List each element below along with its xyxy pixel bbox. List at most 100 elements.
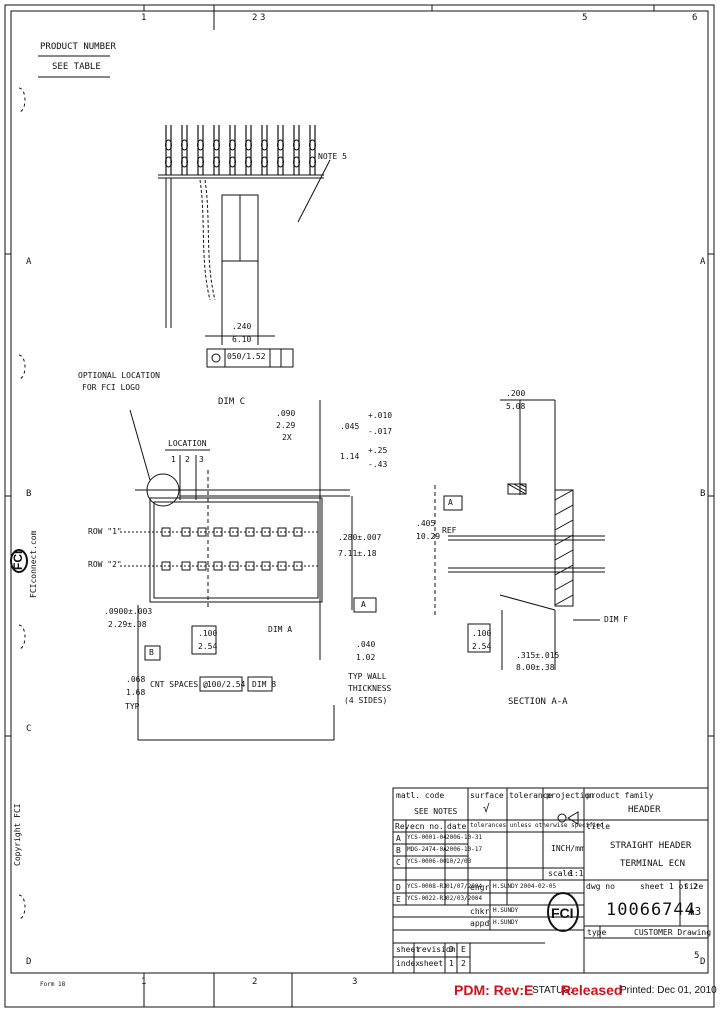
location-label: LOCATION — [168, 439, 207, 448]
engineer-name: H.SUNDY — [493, 883, 519, 890]
dim-2x: 2X — [282, 433, 292, 442]
scale-label: scale — [548, 869, 573, 878]
cnt-spaces-label: CNT SPACES @ — [150, 680, 208, 689]
border-number-b5: 5 — [694, 951, 700, 961]
copyright-text: Copyright FCI — [13, 803, 22, 866]
dim-040: .040 — [356, 640, 376, 649]
type-value: CUSTOMER Drawing — [634, 928, 712, 937]
dim-068: .068 — [126, 675, 146, 684]
size-value: A3 — [688, 905, 702, 918]
dim-229: 2.29 — [276, 421, 296, 430]
side-fci-logo-text: FCI — [11, 550, 25, 570]
dim-102: 1.02 — [356, 653, 376, 662]
dim-100c: .100 — [472, 629, 492, 638]
location-number-1: 1 — [171, 455, 176, 464]
dim-100b: .100/2.54 — [202, 680, 246, 689]
row-1-label: ROW "1" — [88, 527, 122, 536]
dim-315: .315±.015 — [516, 651, 560, 660]
surface-value: √ — [483, 802, 490, 815]
dim-units: INCH/mm — [551, 844, 585, 853]
tol-minus: -.017 — [368, 427, 393, 436]
title-line-2: TERMINAL ECN — [620, 859, 686, 869]
surface-label: surface — [470, 791, 504, 800]
dim-800: 8.00±.38 — [516, 663, 555, 672]
border-number-b1: 1 — [141, 977, 147, 987]
product-number-label: PRODUCT NUMBER — [40, 42, 116, 52]
border-number-2: 2 — [252, 13, 258, 23]
border-number-5: 5 — [582, 13, 588, 23]
status-value: Released — [561, 982, 623, 998]
dim-508: 5.08 — [506, 402, 526, 411]
title-label: title — [586, 822, 611, 831]
checker-label: chkr — [470, 907, 490, 916]
size-label: size — [684, 882, 704, 891]
border-number-6: 6 — [692, 13, 698, 23]
datum-a-section: A — [448, 498, 453, 507]
dim-c-label: DIM C — [218, 397, 246, 407]
date-c: 10/2/03 — [446, 858, 472, 865]
fcf-tolerance: 050/1.52 — [227, 352, 266, 361]
dim-ref: REF — [442, 526, 457, 535]
pdm-rev: PDM: Rev:E — [454, 982, 534, 998]
dwg-no: 10066744 — [606, 900, 696, 920]
revision-label: revision — [417, 945, 456, 954]
dim-280: .280±.007 — [338, 533, 382, 542]
sheet-info: sheet 1 of 2 — [640, 882, 698, 891]
typ-label: TYP — [125, 702, 140, 711]
dim-405: .405 — [416, 519, 436, 528]
border-number-b2: 2 — [252, 977, 258, 987]
datum-b-front: B — [149, 648, 154, 657]
tolerance-note: tolerances unless otherwise specified — [470, 822, 604, 829]
border-letter-rb: B — [700, 489, 706, 499]
section-label: SECTION A-A — [508, 697, 568, 707]
form-code: Form 18 — [40, 981, 66, 988]
rev-a: A — [396, 834, 401, 843]
product-family-label: product family — [586, 791, 654, 800]
dim-b-label: DIM B — [252, 680, 277, 689]
dim-090b: .0900±.003 — [104, 607, 153, 616]
optional-location-line1: OPTIONAL LOCATION — [78, 371, 160, 380]
date-drawn: 2004-02-05 — [520, 883, 557, 890]
dim-1029: 10.29 — [416, 532, 441, 541]
date-d: 01/07/2004 — [446, 883, 483, 890]
printed-date: Printed: Dec 01, 2010 — [620, 985, 717, 996]
svg-text:FCI: FCI — [551, 905, 574, 921]
dim-711: 7.11±.18 — [338, 549, 377, 558]
ecn-e: YCS-0022-R3 — [407, 895, 447, 902]
border-letter-a: A — [26, 257, 32, 267]
location-number-2: 2 — [185, 455, 190, 464]
sheet-rev-e: E — [461, 945, 466, 954]
dim-168: 1.68 — [126, 688, 146, 697]
title-line-1: STRAIGHT HEADER — [610, 841, 692, 851]
sheet-label: sheet — [396, 945, 421, 954]
border-number-b3: 3 — [352, 977, 358, 987]
border-letter-ra: A — [700, 257, 706, 267]
index-label: index — [396, 959, 421, 968]
index-sheet-1: 1 — [449, 959, 454, 968]
row-2-label: ROW "2" — [88, 560, 122, 569]
typ-wall-line1: TYP WALL — [348, 672, 387, 681]
sheet-rev-d: D — [449, 945, 454, 954]
typ-wall-line2: THICKNESS — [348, 684, 392, 693]
approver-name: H.SUNDY — [493, 919, 519, 926]
dim-254c: 2.54 — [472, 642, 492, 651]
dim-229b: 2.29±.08 — [108, 620, 147, 629]
scale-value: 1:1 — [569, 869, 584, 878]
dim-610: 6.10 — [232, 335, 252, 344]
tol-plus-2: +.25 — [368, 446, 388, 455]
dim-114: 1.14 — [340, 452, 360, 461]
tol-minus-2: -.43 — [368, 460, 388, 469]
dim-090: .090 — [276, 409, 296, 418]
ecn-d: YCS-0008-R3 — [407, 883, 447, 890]
product-family-value: HEADER — [628, 805, 661, 815]
product-number-value: SEE TABLE — [52, 62, 101, 72]
status-label: STATUS: — [532, 985, 573, 996]
dwg-no-label: dwg no — [586, 882, 615, 891]
mat-code-label: matl. code — [396, 791, 445, 800]
border-number-1: 1 — [141, 13, 147, 23]
dim-100: .100 — [198, 629, 218, 638]
ecn-b: MDG-2474-0A — [407, 846, 447, 853]
typ-wall-line3: (4 SIDES) — [344, 696, 388, 705]
